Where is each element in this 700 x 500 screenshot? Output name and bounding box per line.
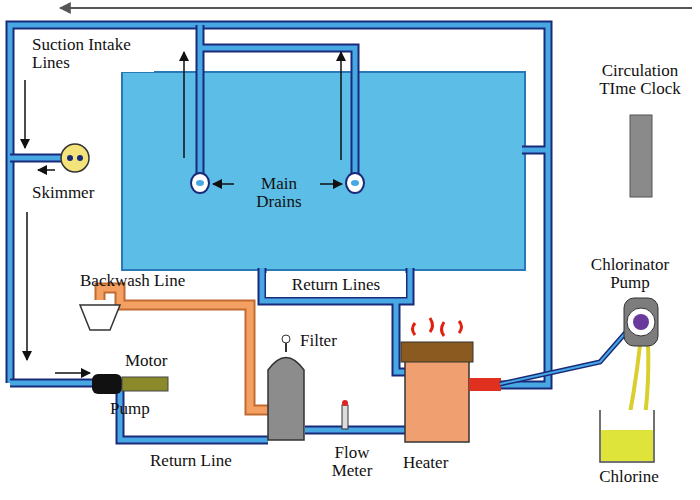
motor-label: Motor xyxy=(125,352,185,370)
chlorinator-label: Chlorinator Pump xyxy=(575,256,685,292)
return-lines-label: Return Lines xyxy=(290,276,382,294)
flow-meter-label: Flow Meter xyxy=(322,444,382,480)
chlorine-label: Chlorine xyxy=(584,468,674,486)
skimmer-label: Skimmer xyxy=(30,184,96,202)
backwash-label: Backwash Line xyxy=(80,272,210,290)
drain-label: Main Drains xyxy=(237,175,321,211)
heater-label: Heater xyxy=(403,454,483,472)
filter-label: Filter xyxy=(300,332,360,350)
pump-label: Pump xyxy=(110,400,170,418)
suction-label: Suction Intake Lines xyxy=(30,36,154,72)
clock-label: Circulation TIme Clock xyxy=(585,62,695,98)
return-line-label: Return Line xyxy=(150,452,260,470)
